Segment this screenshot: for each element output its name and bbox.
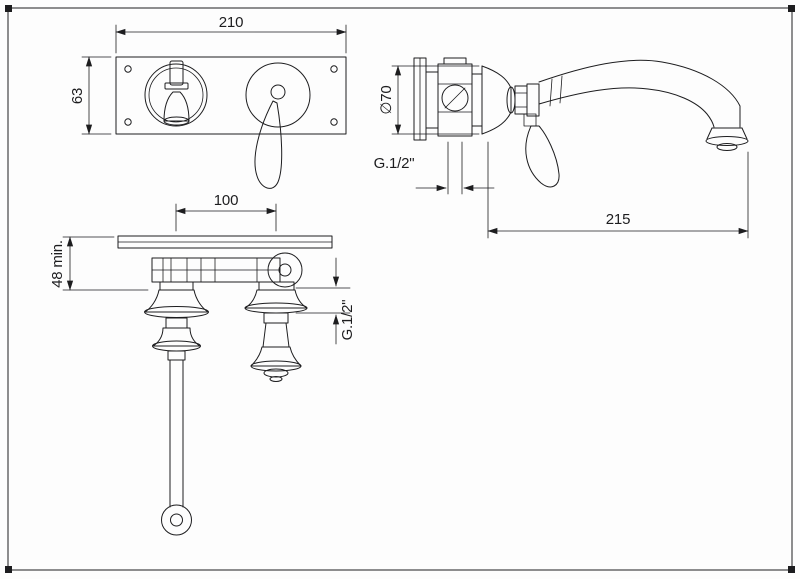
dim-plate-width-label: 210 xyxy=(219,14,243,31)
frame-corner-mark xyxy=(5,566,12,573)
frame-corner-mark xyxy=(788,566,795,573)
dim-hole-spacing: 100 xyxy=(175,192,277,232)
bottom-view: 100 48 min. G.1/2" xyxy=(49,192,356,536)
lever-handle-front xyxy=(245,62,311,189)
dim-hole-spacing-label: 100 xyxy=(214,192,238,209)
dim-plate-height-label: 63 xyxy=(69,88,86,104)
lever-handle-side xyxy=(523,113,560,188)
dim-outlet-thread: G.1/2" xyxy=(295,257,356,345)
escutcheon-side xyxy=(481,65,540,135)
dim-escutcheon-diameter-label: ∅70 xyxy=(378,85,395,114)
dim-min-clearance-label: 48 min. xyxy=(49,240,66,288)
dim-inlet-thread: G.1/2" xyxy=(374,141,495,195)
frame-corner-mark xyxy=(5,5,12,12)
wall-plate-plan xyxy=(117,235,333,249)
front-view: 210 63 xyxy=(69,14,347,189)
left-valve-front xyxy=(144,60,208,127)
wall-plate-side xyxy=(413,57,427,141)
dim-spout-reach: 215 xyxy=(487,141,749,239)
dim-spout-reach-label: 215 xyxy=(606,211,630,228)
outlet-column-plan xyxy=(244,281,308,382)
dim-inlet-thread-label: G.1/2" xyxy=(374,155,415,172)
wall-plate-front xyxy=(115,56,347,135)
side-view: ∅70 G.1/2" 215 xyxy=(374,57,749,239)
spout-side xyxy=(538,59,749,151)
dim-escutcheon-diameter: ∅70 xyxy=(378,65,480,135)
spout-column-plan xyxy=(144,281,209,536)
dim-min-clearance: 48 min. xyxy=(49,236,149,291)
dim-plate-height: 63 xyxy=(69,56,112,135)
dim-plate-width: 210 xyxy=(115,14,347,54)
valve-body-side xyxy=(425,57,483,137)
dim-outlet-thread-label: G.1/2" xyxy=(339,300,356,341)
sheet-frame xyxy=(5,5,795,573)
body-tube-plan xyxy=(151,252,303,288)
frame-corner-mark xyxy=(788,5,795,12)
